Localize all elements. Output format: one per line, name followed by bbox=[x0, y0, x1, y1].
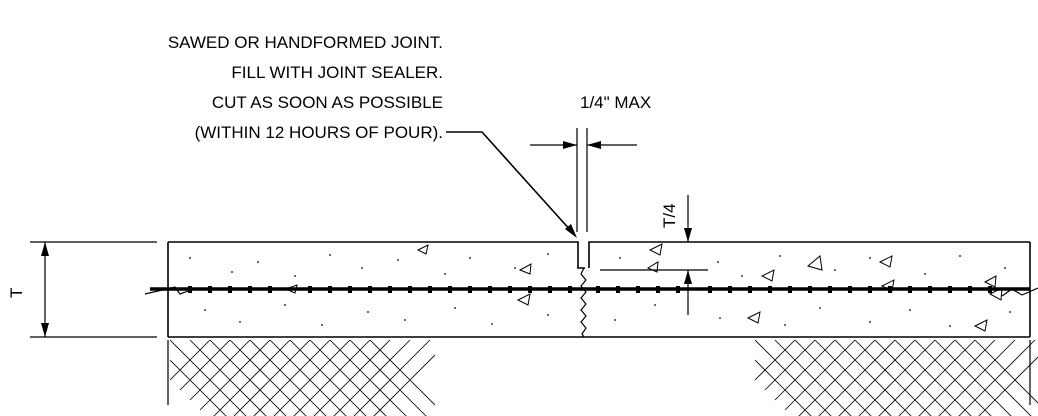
joint-width-label: 1/4" MAX bbox=[580, 93, 651, 112]
slab-thickness-dimension: T bbox=[7, 241, 157, 338]
dim-arrow-right bbox=[563, 141, 577, 149]
joint-callout-note: SAWED OR HANDFORMED JOINT. FILL WITH JOI… bbox=[168, 33, 443, 142]
subgrade-hatch-right bbox=[755, 340, 1038, 416]
callout-line-3: CUT AS SOON AS POSSIBLE bbox=[212, 93, 443, 112]
joint-depth-label: T/4 bbox=[660, 203, 679, 228]
callout-leader bbox=[446, 131, 577, 238]
callout-line-2: FILL WITH JOINT SEALER. bbox=[231, 63, 443, 82]
aggregate-triangles bbox=[284, 243, 1003, 332]
slab-thickness-label: T bbox=[7, 288, 26, 298]
depth-arrow-down bbox=[684, 228, 692, 242]
aggregate-dots bbox=[189, 253, 1011, 327]
thickness-arrow-down bbox=[41, 323, 49, 337]
joint-width-dimension: 1/4" MAX bbox=[530, 93, 651, 232]
control-crack bbox=[580, 267, 587, 338]
subgrade-hatch-left bbox=[170, 340, 435, 416]
callout-line-1: SAWED OR HANDFORMED JOINT. bbox=[168, 33, 443, 52]
thickness-arrow-up bbox=[41, 242, 49, 256]
dim-arrow-left bbox=[587, 141, 601, 149]
joint-depth-dimension: T/4 bbox=[600, 195, 708, 315]
right-break-symbol bbox=[1001, 287, 1038, 297]
dowel-bar bbox=[144, 286, 1038, 297]
dowel-ties bbox=[188, 286, 992, 293]
depth-arrow-up bbox=[684, 270, 692, 284]
concrete-slab bbox=[167, 241, 1031, 338]
callout-line-4: (WITHIN 12 HOURS OF POUR). bbox=[195, 123, 443, 142]
leader-arrowhead bbox=[565, 224, 577, 238]
